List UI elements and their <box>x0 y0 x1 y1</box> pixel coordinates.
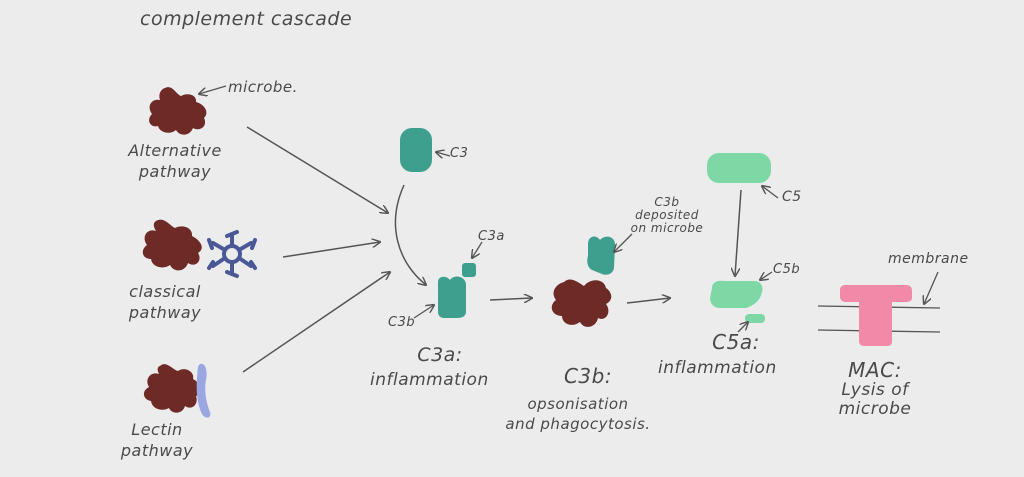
label-c5a-desc: inflammation <box>658 358 777 378</box>
arrow-to-opsonisation <box>489 298 532 300</box>
arrow-c5b-label <box>760 271 773 280</box>
antibody-icon <box>207 230 257 278</box>
microbe-lectin <box>143 364 201 413</box>
label-lectin-pathway: Lectin pathway <box>82 422 232 459</box>
label-c3a-small: C3a <box>478 229 505 244</box>
label-classical-pathway: classical pathway <box>90 284 240 321</box>
microbe-classical <box>142 219 202 271</box>
arrow-c5-label <box>762 186 779 199</box>
arrow-classical-to-c3 <box>282 242 380 258</box>
label-lectin-line1: Lectin <box>131 420 183 439</box>
label-mac-desc-line1: Lysis of <box>841 380 909 400</box>
label-c3b-small: C3b <box>388 315 416 330</box>
label-alternative-line1: Alternative <box>128 141 222 160</box>
mac-pore <box>840 285 912 346</box>
arrow-lectin-to-c3 <box>242 272 390 373</box>
arrow-c3-label <box>436 152 451 156</box>
arrow-c3b-deposited-label <box>614 233 633 252</box>
label-alternative-pathway: Alternative pathway <box>100 143 250 180</box>
label-membrane: membrane <box>888 251 969 267</box>
c3b-deposited <box>587 236 616 275</box>
c5b-fragment <box>710 280 763 308</box>
label-c3b-deposited-line1: C3b <box>654 195 680 209</box>
c5-protein <box>707 153 771 183</box>
label-c5a-heading: C5a: <box>712 330 760 354</box>
label-c3a-heading: C3a: <box>417 344 463 366</box>
label-classical-line1: classical <box>129 282 201 301</box>
label-alternative-line2: pathway <box>138 162 212 181</box>
c3-protein <box>400 128 432 172</box>
label-microbe: microbe. <box>228 78 298 96</box>
label-lectin-line2: pathway <box>120 441 194 460</box>
microbe-alternative <box>149 87 207 135</box>
label-mac-desc-line2: microbe <box>838 399 912 419</box>
label-c3b-deposited: C3b deposited on microbe <box>592 196 742 234</box>
label-mac-heading: MAC: <box>848 358 902 382</box>
arrow-c3b-label <box>413 305 434 319</box>
label-c3b-deposited-line2: deposited <box>635 208 699 222</box>
label-c3b-desc: opsonisation and phagocytosis. <box>478 397 678 432</box>
arrow-c5-cleavage <box>735 189 742 276</box>
c5a-fragment <box>745 314 765 323</box>
label-mac: MAC: Lysis of microbe <box>800 360 950 418</box>
arrow-c3-cleavage <box>394 184 426 285</box>
label-c5b: C5b <box>773 262 801 277</box>
lectin-icon <box>196 363 211 418</box>
c3b-fragment <box>438 276 466 318</box>
arrow-c5a-label <box>737 322 748 333</box>
label-classical-line2: pathway <box>128 303 202 322</box>
arrow-microbe-label <box>193 85 227 100</box>
diagram-title: complement cascade <box>140 8 353 30</box>
arrow-c3a-label <box>472 241 483 258</box>
label-c3: C3 <box>450 146 469 161</box>
c3a-fragment <box>462 263 476 277</box>
label-c3b-desc-line2: and phagocytosis. <box>505 415 651 433</box>
label-c3b-desc-line1: opsonisation <box>527 395 629 413</box>
label-c5: C5 <box>782 189 802 205</box>
label-c3b-heading: C3b: <box>563 364 613 388</box>
microbe-opsonised <box>551 279 612 327</box>
arrow-membrane-label <box>924 271 939 304</box>
label-c3b-deposited-line3: on microbe <box>630 221 704 235</box>
label-c3a-desc: inflammation <box>370 370 489 390</box>
arrow-to-c5-convertase <box>626 298 670 304</box>
arrow-alternative-to-c3 <box>246 126 388 213</box>
